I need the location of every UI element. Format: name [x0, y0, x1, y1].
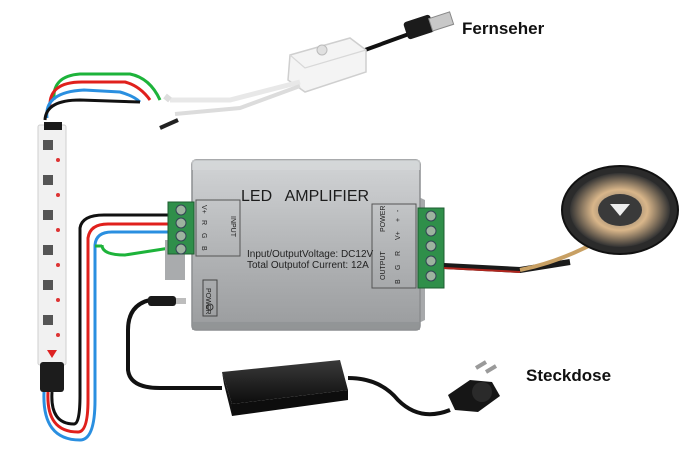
- power-adapter-icon: [222, 360, 451, 417]
- power-pin-plus: +: [395, 218, 402, 222]
- input-label: INPUT: [229, 216, 236, 238]
- schuko-plug-icon: [448, 360, 500, 412]
- output-pin-g: G: [395, 265, 402, 270]
- output-pin-vplus: V+: [395, 231, 402, 240]
- led-reel-icon: [561, 165, 679, 255]
- output-pin-b: B: [395, 279, 402, 284]
- amplifier-spec-voltage: Input/OutputVoltage: DC12V: [247, 249, 374, 260]
- output-cable: [443, 238, 601, 274]
- led-strip-icon: [37, 122, 67, 392]
- dc-jack-icon: [202, 279, 218, 317]
- label-tv: Fernseher: [462, 19, 545, 38]
- power-label: POWER: [380, 206, 387, 232]
- ir-controller-icon: [159, 37, 367, 130]
- amplifier-title: LED AMPLIFIER: [241, 188, 369, 205]
- label-socket: Steckdose: [526, 366, 612, 385]
- input-pin-r: R: [200, 220, 207, 225]
- output-pin-r: R: [395, 251, 402, 256]
- strip-signal-wires: [43, 72, 162, 121]
- led-amplifier: [165, 159, 425, 331]
- output-label: OUTPUT: [380, 251, 387, 281]
- amplifier-spec-current: Total Outputof Current: 12A: [247, 260, 369, 271]
- input-rgb-wires: [42, 213, 171, 442]
- input-pin-b: B: [200, 246, 207, 251]
- input-pin-vplus: V+: [200, 205, 207, 214]
- input-terminal-block: [167, 199, 241, 257]
- dc-power-label: POWER: [204, 288, 211, 314]
- power-pin-minus: -: [395, 209, 402, 212]
- usb-plug-icon: [364, 11, 455, 52]
- dc-power-cable: [126, 296, 222, 390]
- input-pin-g: G: [200, 233, 207, 238]
- output-terminal-block: [371, 203, 445, 289]
